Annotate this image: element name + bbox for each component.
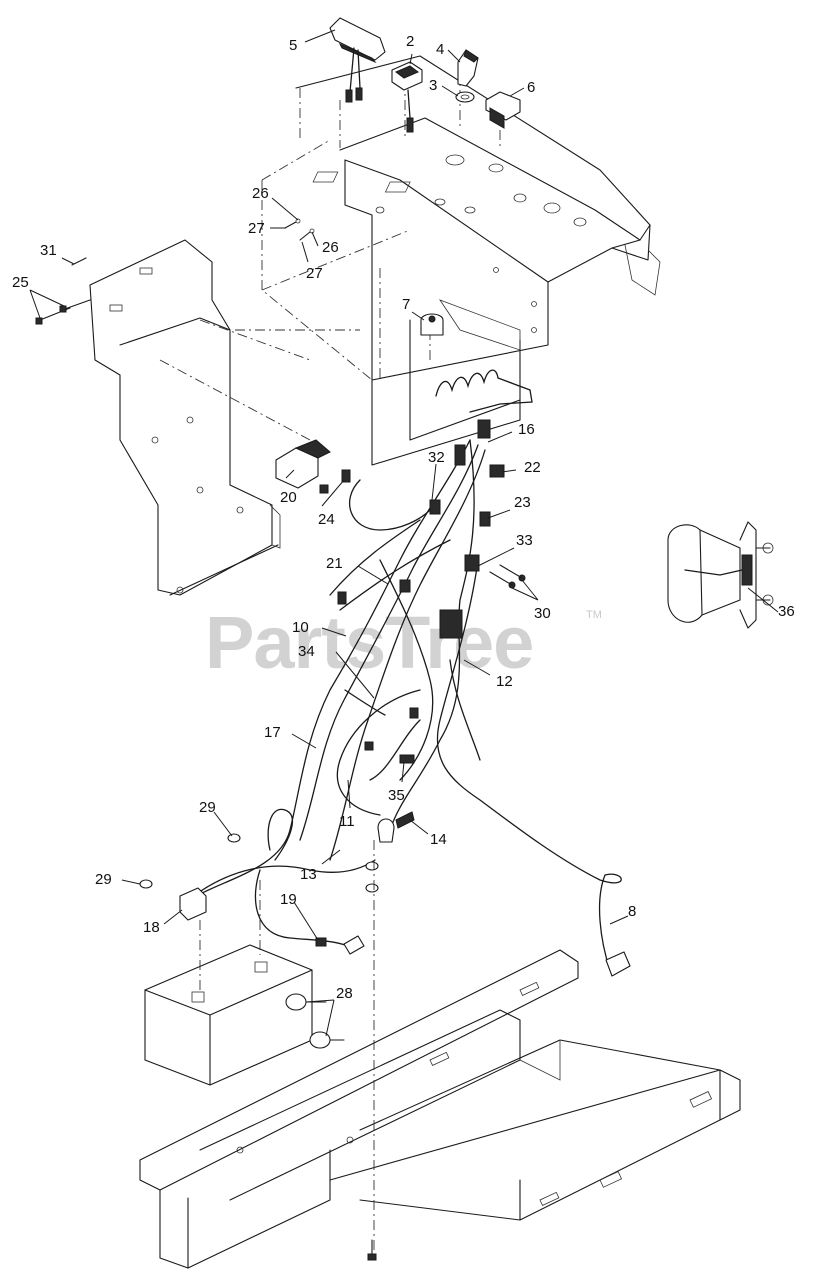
callout-8: 8 [628, 903, 636, 920]
callout-32: 32 [428, 449, 445, 466]
callout-4: 4 [436, 41, 444, 58]
callout-5: 5 [289, 37, 297, 54]
relay-bracket [275, 439, 351, 494]
side-bracket-plate [89, 239, 360, 596]
hour-meter [329, 17, 386, 103]
callout-28: 28 [336, 985, 353, 1002]
callout-21: 21 [326, 555, 343, 572]
bolts-30 [489, 564, 526, 589]
callout-labels: 5 2 4 3 6 26 27 26 27 31 25 7 16 32 22 2… [12, 33, 795, 1002]
switch-nut [455, 91, 475, 103]
bolts-25-31 [35, 257, 91, 325]
callout-16: 16 [518, 421, 535, 438]
callout-18: 18 [143, 919, 160, 936]
wiring-harness [189, 419, 622, 971]
callout-33: 33 [516, 532, 533, 549]
watermark-text: PartsTree [205, 601, 533, 684]
callout-6: 6 [527, 79, 535, 96]
callout-22: 22 [524, 459, 541, 476]
callout-7: 7 [402, 296, 410, 313]
callout-23: 23 [514, 494, 531, 511]
battery-boot [179, 887, 207, 921]
dash-panel [261, 55, 661, 466]
callout-26: 26 [322, 239, 339, 256]
battery [144, 944, 313, 1086]
leader-lines [29, 29, 779, 1037]
callout-20: 20 [280, 489, 297, 506]
callout-30: 30 [534, 605, 551, 622]
clips-26-27 [284, 218, 315, 241]
coiled-cord [435, 369, 533, 413]
key-knob [457, 49, 479, 87]
battery-cable [315, 935, 365, 955]
callout-27: 27 [248, 220, 265, 237]
callout-11: 11 [339, 813, 355, 830]
inset-detail [667, 521, 774, 629]
pto-switch [485, 91, 521, 129]
callout-35: 35 [388, 787, 405, 804]
watermark-trademark: TM [586, 609, 602, 621]
callout-31: 31 [40, 242, 57, 259]
callout-24: 24 [318, 511, 335, 528]
callout-13: 13 [300, 866, 317, 883]
callout-14: 14 [430, 831, 447, 848]
callout-10: 10 [292, 619, 309, 636]
rocker-switch [391, 61, 423, 133]
callout-26: 26 [252, 185, 269, 202]
callout-2: 2 [406, 33, 414, 50]
watermark: PartsTree TM [205, 601, 602, 684]
terminal-boots [139, 811, 415, 893]
callout-27: 27 [306, 265, 323, 282]
callout-29: 29 [95, 871, 112, 888]
callout-12: 12 [496, 673, 513, 690]
callout-19: 19 [280, 891, 297, 908]
callout-36: 36 [778, 603, 795, 620]
ignition-switch [420, 313, 444, 336]
callout-29: 29 [199, 799, 216, 816]
chassis-frame [139, 840, 741, 1269]
callout-3: 3 [429, 77, 437, 94]
callout-17: 17 [264, 724, 281, 741]
callout-34: 34 [298, 643, 315, 660]
callout-25: 25 [12, 274, 29, 291]
starter-cable [605, 951, 631, 977]
